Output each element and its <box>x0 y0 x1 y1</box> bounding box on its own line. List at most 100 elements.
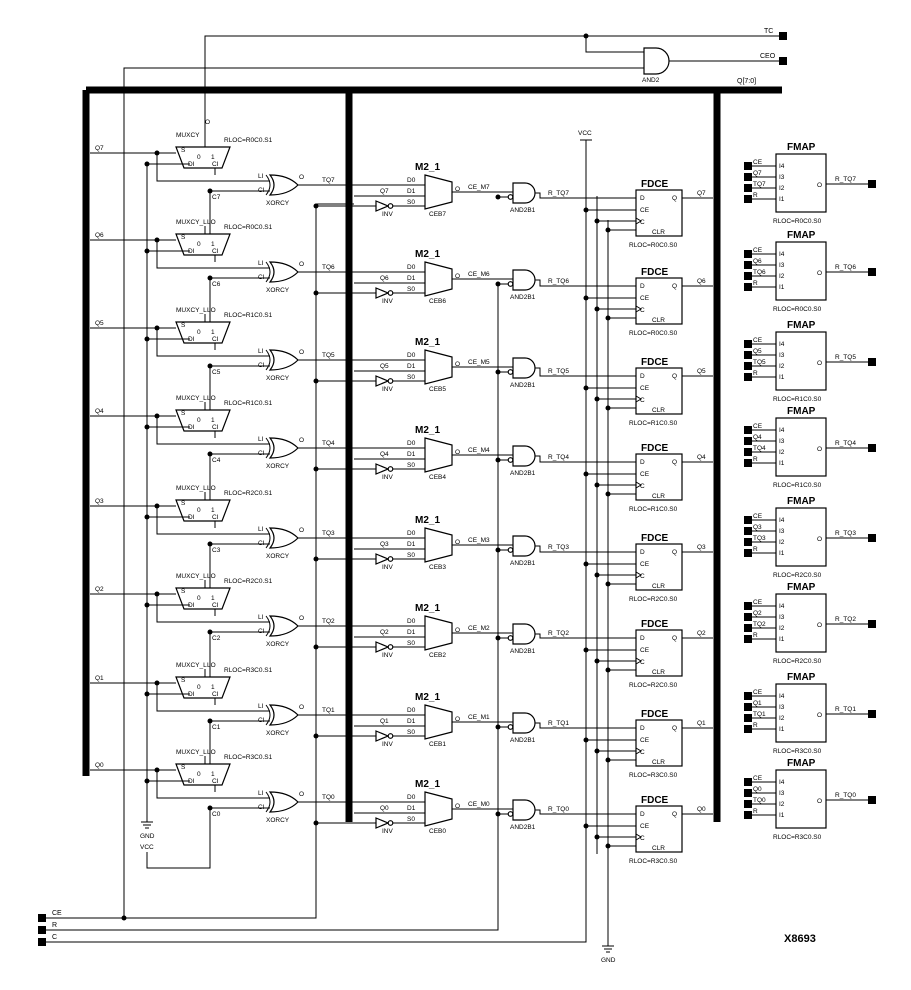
ce-junction <box>313 820 319 826</box>
muxcy-body <box>175 499 231 522</box>
fmap-output-label: R_TQ0 <box>835 792 856 799</box>
muxcy-1-pin: 1 <box>211 684 215 691</box>
muxcy-rloc: RLOC=R2C0.S1 <box>224 578 273 585</box>
fmap-input-label: R <box>753 808 758 815</box>
xorcy-name: XORCY <box>266 817 290 824</box>
fmap-output-terminal <box>868 444 876 452</box>
fmap-input-terminal <box>744 692 752 700</box>
r-junction <box>495 457 501 463</box>
xorcy-o-pin: O <box>299 437 304 444</box>
muxcy-s-pin: S <box>181 677 186 684</box>
fdce-c-pin: C <box>640 397 645 404</box>
q-input-label: Q1 <box>95 675 104 682</box>
ceo-terminal <box>779 57 787 65</box>
carry-junction <box>207 451 213 457</box>
xorcy-ci-pin: CI <box>258 804 265 811</box>
ce-junction <box>313 644 319 650</box>
fmap-rloc: RLOC=R2C0.S0 <box>773 572 822 579</box>
muxcy-rloc: RLOC=R1C0.S1 <box>224 312 273 319</box>
fdce-rloc: RLOC=R2C0.S0 <box>629 596 678 603</box>
fdce-d-pin: D <box>640 373 645 380</box>
q-output-label: Q6 <box>697 278 706 285</box>
and2b1-bubble <box>507 811 514 817</box>
gnd-clr-junction <box>605 581 611 587</box>
xorcy-o-pin: O <box>299 261 304 268</box>
xorcy-input-arc <box>265 704 271 726</box>
fdce-clr-pin: CLR <box>652 845 665 852</box>
gnd-clr-junction <box>605 667 611 673</box>
fmap-rloc: RLOC=R0C0.S0 <box>773 306 822 313</box>
ceb-label: CEB2 <box>429 652 446 659</box>
muxcy-s-pin: S <box>181 147 186 154</box>
muxcy-s-pin: S <box>181 234 186 241</box>
fdce-c-pin: C <box>640 749 645 756</box>
tq-label: TQ5 <box>322 352 335 359</box>
fdce-name: FDCE <box>641 179 669 190</box>
fmap-input-terminal <box>744 250 752 258</box>
inverter-bubble <box>387 733 394 739</box>
and2b1-gate: AND2B1 <box>507 182 536 214</box>
fmap-pin: I4 <box>779 517 785 524</box>
muxcy-1-pin: 1 <box>211 241 215 248</box>
and2b1-gate: AND2B1 <box>507 623 536 655</box>
fmap-body <box>775 417 827 477</box>
fdce-c-pin: C <box>640 307 645 314</box>
fdce-clr-pin: CLR <box>652 669 665 676</box>
xorcy-body <box>268 615 299 637</box>
inverter-bubble <box>387 820 394 826</box>
carry-junction <box>207 541 213 547</box>
m2-1-s0-pin: S0 <box>407 729 415 736</box>
fmap-rloc: RLOC=R2C0.S0 <box>773 658 822 665</box>
fmap-input-terminal <box>744 184 752 192</box>
q-feedback-label: Q4 <box>380 451 389 458</box>
fmap-name: FMAP <box>787 230 816 241</box>
clock-edge-marker <box>635 833 642 841</box>
fmap-output-label: R_TQ7 <box>835 176 856 183</box>
inverter <box>375 463 390 475</box>
muxcy-body <box>175 233 231 256</box>
m2-1-body <box>424 174 453 210</box>
m2-1-s0-pin: S0 <box>407 374 415 381</box>
and2b1-name: AND2B1 <box>510 207 536 214</box>
m2-1-body <box>424 261 453 297</box>
r-tq-label: R_TQ2 <box>548 630 569 637</box>
fmap-input-terminal <box>744 195 752 203</box>
and2b1-gate: AND2B1 <box>507 712 536 744</box>
muxcy-rloc: RLOC=R1C0.S1 <box>224 400 273 407</box>
ce-junction <box>313 203 319 209</box>
fmap-output-terminal <box>868 358 876 366</box>
xorcy-ci-pin: CI <box>258 540 265 547</box>
fdce-rloc: RLOC=R2C0.S0 <box>629 682 678 689</box>
carry-label: C3 <box>212 547 221 554</box>
r-input-label: R <box>52 922 57 929</box>
xorcy-li-pin: LI <box>258 790 264 797</box>
fmap-output-terminal <box>868 268 876 276</box>
fmap-name: FMAP <box>787 582 816 593</box>
fmap-o-pin: O <box>817 360 822 367</box>
muxcy-lo-pin: LO <box>207 219 216 226</box>
fdce-body <box>635 367 683 415</box>
xorcy-body <box>268 174 299 196</box>
fmap-name: FMAP <box>787 142 816 153</box>
xorcy-li-pin: LI <box>258 526 264 533</box>
fmap-body <box>775 153 827 213</box>
fmap-input-terminal <box>744 283 752 291</box>
fmap-pin: I2 <box>779 539 785 546</box>
ce-junction <box>313 290 319 296</box>
and2b1-name: AND2B1 <box>510 470 536 477</box>
fdce-name: FDCE <box>641 533 669 544</box>
m2-1-name: M2_1 <box>415 515 440 526</box>
xorcy-o-pin: O <box>299 174 304 181</box>
tq-label: TQ0 <box>322 794 335 801</box>
fdce-clr-pin: CLR <box>652 583 665 590</box>
